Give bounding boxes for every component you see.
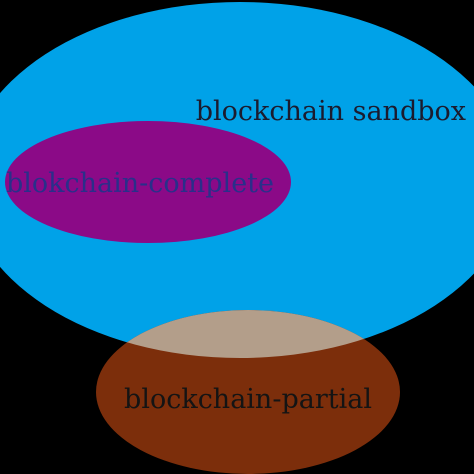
sandbox-set-label: blockchain sandbox xyxy=(196,96,466,127)
complete-set-region xyxy=(5,121,291,243)
complete-set-label: blokchain-complete xyxy=(6,168,274,199)
partial-set-label: blockchain-partial xyxy=(124,384,372,415)
